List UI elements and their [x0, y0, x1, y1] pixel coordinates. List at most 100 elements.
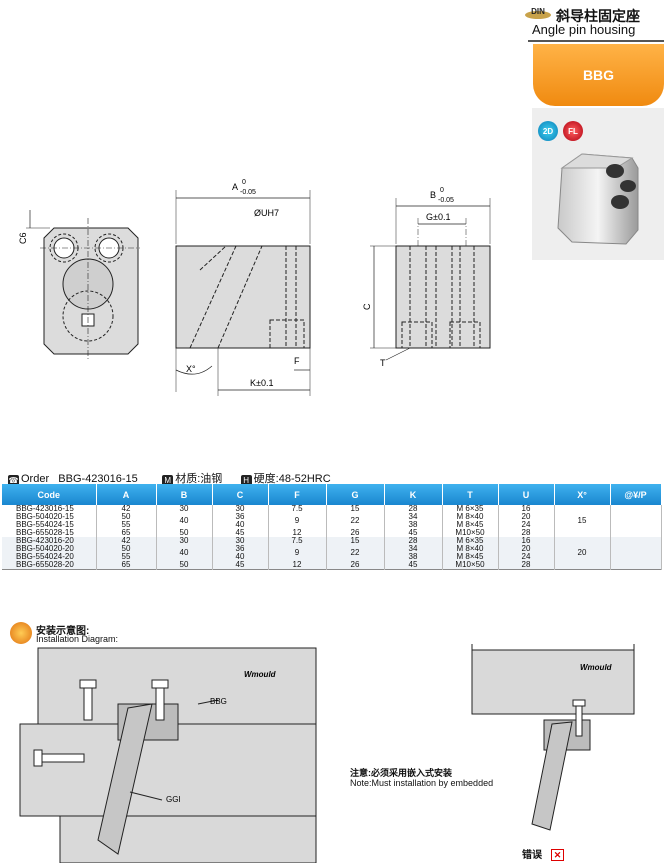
table-cell: BBG-655028-20 — [2, 561, 97, 570]
side-view — [370, 198, 491, 361]
table-cell: 65 — [96, 561, 157, 570]
table-cell: 20 — [498, 513, 555, 521]
installation-diagram: Wmould BBG GGI Wmould — [19, 644, 635, 863]
dim-t-label: T — [380, 358, 386, 368]
col-code: Code — [2, 484, 97, 505]
product-photo-panel — [532, 108, 664, 260]
note-en: Note:Must installation by embedded — [350, 778, 494, 788]
installation-title-en: Installation Diagram: — [36, 634, 119, 644]
title-cn: 斜导柱固定座 — [556, 8, 640, 24]
table-cell: 26 — [326, 561, 385, 570]
price-cell — [610, 529, 662, 537]
table-cell: BBG-554024-20 — [2, 553, 97, 561]
table-cell: M 8×40 — [442, 513, 499, 521]
dim-f-label: F — [294, 356, 300, 366]
table-cell: 36 — [212, 513, 269, 521]
table-cell: M 8×45 — [442, 553, 499, 561]
dim-b-tol-bottom: -0.05 — [438, 197, 454, 204]
dim-k-label: K±0.1 — [250, 378, 273, 388]
front-view — [175, 190, 311, 396]
table-cell: 45 — [384, 561, 443, 570]
price-cell — [610, 553, 662, 561]
table-cell: 26 — [326, 529, 385, 537]
table-cell: M 8×40 — [442, 545, 499, 553]
cad-2d-badge[interactable]: 2D — [538, 121, 558, 141]
spec-header-row: Code A B C F G K T U X° @¥/P — [2, 484, 662, 505]
col-f: F — [268, 484, 327, 505]
table-cell: 45 — [384, 529, 443, 537]
dim-a-tol-bottom: -0.05 — [240, 189, 256, 196]
table-cell: BBG-504020-15 — [2, 513, 97, 521]
table-cell: 38 — [384, 553, 443, 561]
table-cell: 42 — [96, 537, 157, 545]
table-cell: 34 — [384, 513, 443, 521]
table-cell: 20 — [554, 537, 611, 570]
table-cell: 38 — [384, 521, 443, 529]
table-cell: 55 — [96, 521, 157, 529]
price-cell — [610, 513, 662, 521]
table-cell: 7.5 — [268, 537, 327, 545]
label-ggi: GGI — [166, 795, 181, 804]
table-cell: 22 — [326, 513, 385, 529]
dim-g-label: G±0.1 — [426, 212, 450, 222]
price-cell — [610, 505, 662, 513]
table-cell: 45 — [212, 561, 269, 570]
table-cell: 12 — [268, 529, 327, 537]
col-k: K — [384, 484, 443, 505]
col-c: C — [212, 484, 269, 505]
wrong-mark-icon: ✕ — [550, 849, 565, 861]
table-cell: M 6×35 — [442, 505, 499, 513]
table-cell: 40 — [212, 521, 269, 529]
angle-pin-housing-photo — [557, 153, 639, 245]
din-logo-icon: DIN — [525, 7, 551, 19]
title-en: Angle pin housing — [532, 22, 636, 37]
dim-a-label: A — [232, 182, 238, 192]
table-cell: 9 — [268, 513, 327, 529]
table-cell: 15 — [326, 505, 385, 513]
table-cell: 15 — [326, 537, 385, 545]
brand-right: Wmould — [580, 663, 613, 672]
col-a: A — [96, 484, 157, 505]
dim-b-tol-top: 0 — [440, 187, 444, 194]
table-cell: 45 — [212, 529, 269, 537]
order-code: BBG-423016-15 — [58, 473, 138, 485]
table-cell: 20 — [498, 545, 555, 553]
table-cell: 40 — [212, 553, 269, 561]
table-cell: 30 — [212, 537, 269, 545]
dim-a-tol-top: 0 — [242, 179, 246, 186]
table-cell: 50 — [156, 561, 213, 570]
table-cell: BBG-655028-15 — [2, 529, 97, 537]
table-cell: 50 — [96, 545, 157, 553]
label-bbg: BBG — [210, 697, 227, 706]
table-cell: 28 — [384, 505, 443, 513]
col-t: T — [442, 484, 499, 505]
table-cell: 24 — [498, 553, 555, 561]
dim-c-label: C — [362, 303, 372, 310]
hardness-text: 硬度:48-52HRC — [253, 473, 331, 485]
table-cell: 30 — [156, 537, 213, 545]
table-cell: 16 — [498, 505, 555, 513]
fl-badge[interactable]: FL — [563, 121, 583, 141]
table-cell: BBG-554024-15 — [2, 521, 97, 529]
technical-drawings: C6 A 0 -0.05 ØUH7 X° F K±0.1 — [18, 179, 491, 396]
product-tab-label: BBG — [582, 67, 615, 83]
table-cell: 9 — [268, 545, 327, 561]
col-price: @¥/P — [610, 484, 662, 505]
top-view — [26, 210, 140, 360]
col-x: X° — [554, 484, 611, 505]
table-cell: M 6×35 — [442, 537, 499, 545]
table-cell: 36 — [212, 545, 269, 553]
dim-c6-label: C6 — [18, 232, 28, 244]
spec-table: Code A B C F G K T U X° @¥/P BBG-423016-… — [2, 484, 662, 570]
wrong-text: 错误 — [522, 850, 542, 861]
table-cell: 28 — [384, 537, 443, 545]
installation-icon — [10, 622, 32, 644]
